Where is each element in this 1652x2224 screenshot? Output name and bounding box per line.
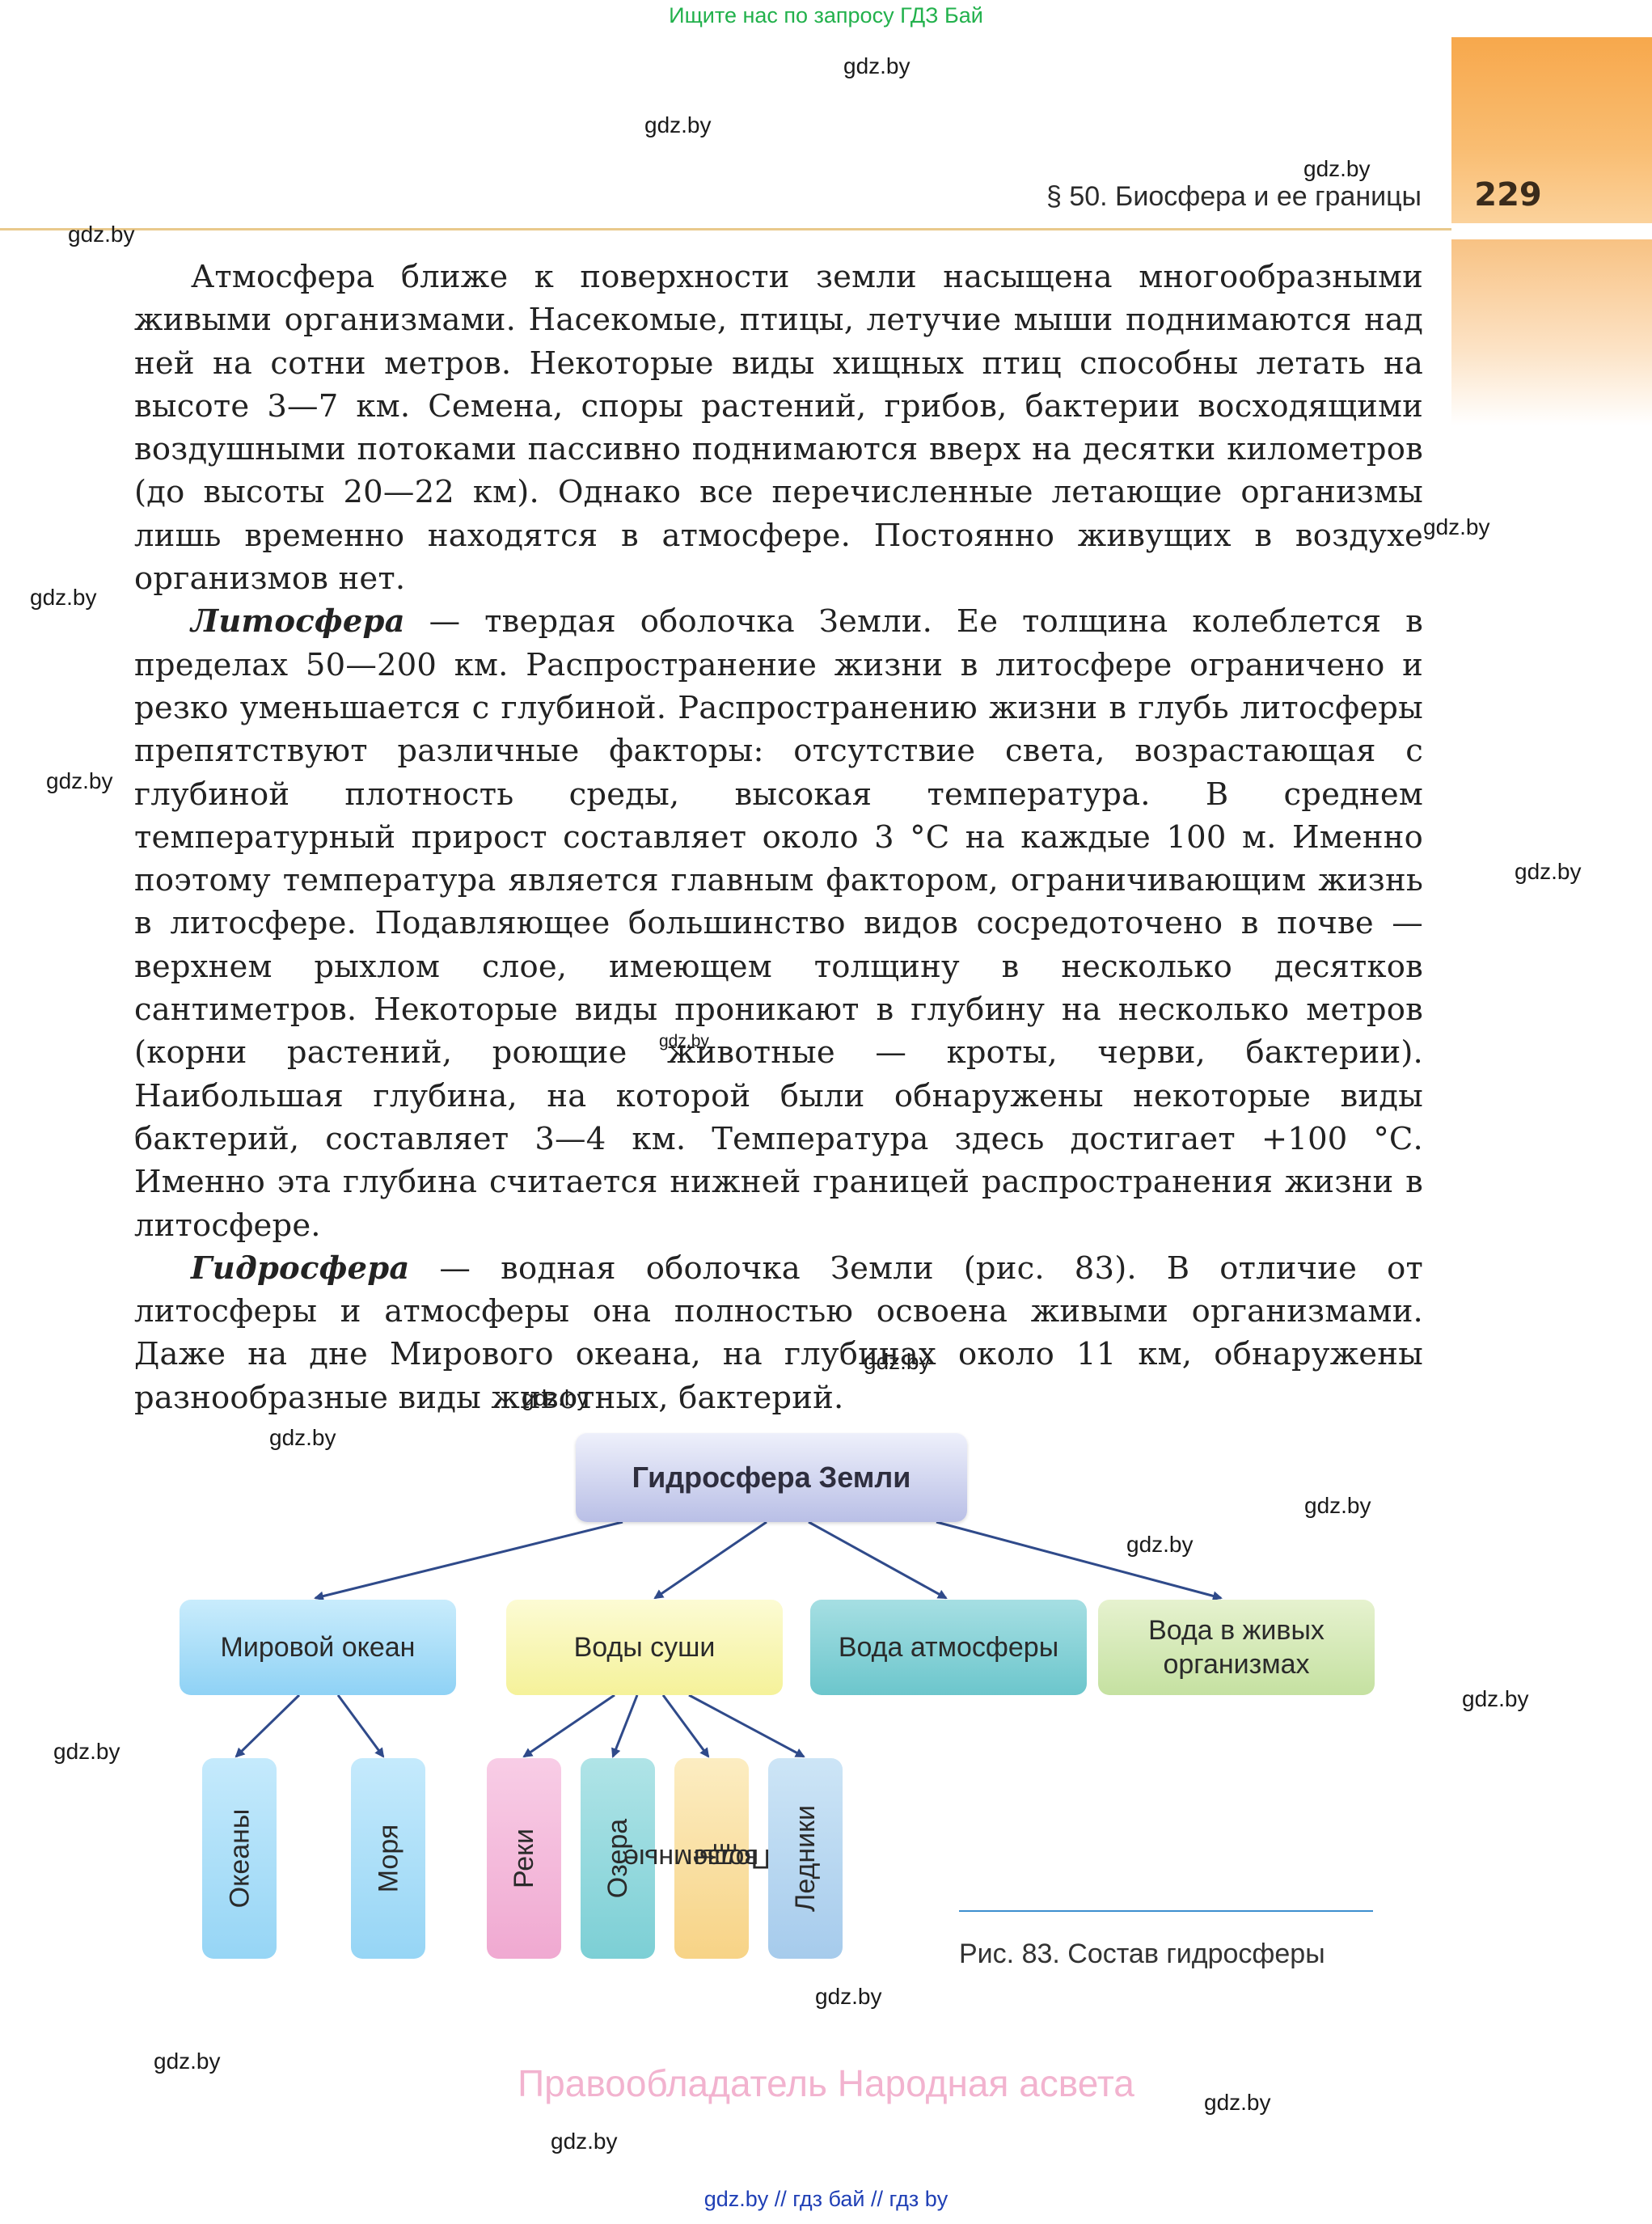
living-label-line2: организмах bbox=[1163, 1649, 1310, 1680]
arrow-land-groundwater bbox=[661, 1694, 710, 1758]
watermark: gdz.by bbox=[53, 1739, 120, 1764]
diagram-root-hydrosphere: Гидросфера Земли bbox=[576, 1433, 967, 1522]
watermark: gdz.by bbox=[843, 53, 911, 78]
leaf-label: Ледники bbox=[790, 1805, 822, 1912]
arrow-ocean-oceans bbox=[234, 1693, 301, 1758]
arrow-land-rivers bbox=[522, 1693, 615, 1758]
figure-caption: Рис. 83. Состав гидросферы bbox=[959, 1939, 1325, 1969]
watermark: gdz.by bbox=[1515, 859, 1582, 884]
arrow-root-living bbox=[936, 1520, 1223, 1601]
watermark: gdz.by bbox=[1303, 156, 1371, 181]
watermark: gdz.by bbox=[659, 1032, 709, 1051]
page-tab-upper bbox=[1451, 37, 1652, 223]
watermark: gdz.by bbox=[1423, 514, 1490, 539]
caption-rule bbox=[959, 1910, 1373, 1912]
paragraph-hydrosphere-text: — водная оболочка Земли (рис. 83). В отл… bbox=[134, 1249, 1423, 1416]
top-search-banner: Ищите нас по запросу ГДЗ Бай bbox=[669, 3, 983, 27]
leaf-label: Океаны bbox=[224, 1808, 255, 1909]
watermark: gdz.by bbox=[1462, 1686, 1529, 1711]
copyright-notice: Правообладатель Народная асвета bbox=[518, 2062, 1134, 2104]
watermark: gdz.by bbox=[1126, 1532, 1194, 1557]
body-text: Атмосфера ближе к поверхности земли насы… bbox=[134, 256, 1423, 1419]
term-lithosphere: Литосфера bbox=[191, 603, 405, 641]
watermark: gdz.by bbox=[644, 112, 712, 137]
page-number: 229 bbox=[1474, 176, 1542, 214]
living-label-line1: Вода в живых bbox=[1148, 1615, 1325, 1646]
watermark: gdz.by bbox=[1204, 2090, 1271, 2115]
page-tab-lower bbox=[1451, 239, 1652, 425]
leaf-label: Реки bbox=[509, 1829, 539, 1888]
watermark: gdz.by bbox=[551, 2129, 618, 2154]
watermark: gdz.by bbox=[1304, 1493, 1371, 1518]
arrow-land-glaciers bbox=[688, 1693, 805, 1758]
term-hydrosphere: Гидросфера bbox=[191, 1249, 410, 1287]
diagram-leaf-rivers: Реки bbox=[487, 1758, 561, 1959]
diagram-leaf-oceans: Океаны bbox=[202, 1758, 277, 1959]
watermark: gdz.by bbox=[154, 2049, 221, 2074]
paragraph-hydrosphere: Гидросфера — водная оболочка Земли (рис.… bbox=[134, 1247, 1423, 1419]
watermark: gdz.by bbox=[30, 585, 97, 610]
watermark: gdz.by bbox=[269, 1425, 336, 1450]
paragraph-atmosphere: Атмосфера ближе к поверхности земли насы… bbox=[134, 259, 1423, 598]
running-header: § 50. Биосфера и ее границы bbox=[1046, 181, 1422, 212]
diagram-node-world-ocean: Мировой океан bbox=[180, 1600, 456, 1695]
diagram-leaf-lakes: Озера bbox=[581, 1758, 655, 1959]
diagram-leaf-seas: Моря bbox=[351, 1758, 425, 1959]
arrow-ocean-seas bbox=[336, 1694, 385, 1758]
arrow-root-ocean bbox=[314, 1520, 623, 1601]
footer-links[interactable]: gdz.by // гдз бай // гдз by bbox=[703, 2187, 949, 2211]
watermark: gdz.by bbox=[864, 1349, 931, 1374]
diagram-leaf-glaciers: Ледники bbox=[768, 1758, 843, 1959]
arrow-root-land bbox=[653, 1520, 767, 1600]
watermark: gdz.by bbox=[815, 1984, 882, 2009]
leaf-label: Моря bbox=[373, 1824, 403, 1893]
arrow-root-atmosphere bbox=[808, 1520, 948, 1600]
paragraph-lithosphere: Литосфера — твердая оболочка Земли. Ее т… bbox=[134, 600, 1423, 1246]
watermark: gdz.by bbox=[68, 222, 135, 247]
diagram-node-atmosphere-water: Вода атмосферы bbox=[810, 1600, 1087, 1695]
diagram-node-land-waters: Воды суши bbox=[506, 1600, 783, 1695]
arrow-land-lakes bbox=[611, 1694, 639, 1758]
paragraph-lithosphere-text: — твердая оболочка Земли. Ее толщина кол… bbox=[134, 603, 1423, 1244]
header-rule bbox=[0, 228, 1451, 230]
watermark: gdz.by bbox=[46, 768, 113, 793]
watermark: gdz.by bbox=[522, 1385, 589, 1410]
